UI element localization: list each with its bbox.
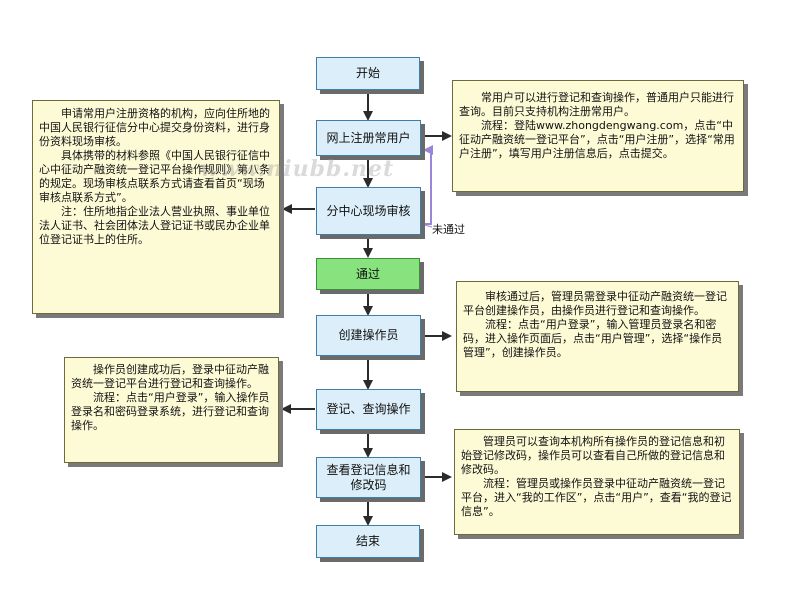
node-create-operator-label: 创建操作员 [338,328,399,342]
edge-label-not-passed: 未通过 [432,223,465,236]
node-review: 分中心现场审核 [316,187,421,235]
node-register: 网上注册常用户 [316,120,421,156]
arrow-review-back-to-register [421,145,433,225]
node-review-label: 分中心现场审核 [326,203,411,218]
node-view-info-label-line1: 查看登记信息和 [326,462,411,477]
node-end-label: 结束 [355,534,380,548]
note-register: 常用户可以进行登记和查询操作，普通用户只能进行查询。目前只支持机构注册常用户。 … [452,80,744,192]
node-view-info: 查看登记信息和 修改码 [316,457,421,498]
note-review-text-1: 申请常用户注册资格的机构，应向住所地的中国人民银行征信分中心提交身份资料，进行身… [39,107,270,148]
note-create-operator-text-1: 审核通过后，管理员需登录中征动产融资统一登记平台创建操作员，由操作员进行登记和查… [463,290,727,317]
note-review: 申请常用户注册资格的机构，应向住所地的中国人民银行征信分中心提交身份资料，进行身… [32,100,280,314]
note-view-info: 管理员可以查询本机构所有操作员的登记信息和初始登记修改码，操作员可以查看自己所做… [454,429,740,535]
node-end: 结束 [316,525,420,558]
note-review-text-3: 注：住所地指企业法人营业执照、事业单位法人证书、社会团体法人登记证书或民办企业单… [39,205,270,246]
node-start-label: 开始 [355,66,380,80]
node-pass-label: 通过 [355,266,380,281]
note-create-operator-text-2: 流程：点击“用户登录”，输入管理员登录名和密码，进入操作页面后，点击“用户管理”… [463,318,723,359]
node-create-operator: 创建操作员 [316,315,421,356]
note-view-info-text-1: 管理员可以查询本机构所有操作员的登记信息和初始登记修改码，操作员可以查看自己所做… [461,435,725,476]
note-register-text-1: 常用户可以进行登记和查询操作，普通用户只能进行查询。目前只支持机构注册常用户。 [459,91,734,118]
note-view-info-text-2: 流程：管理员或操作员登录中征动产融资统一登记平台，进入“我的工作区”，点击“用户… [461,477,732,518]
node-start: 开始 [316,57,420,90]
note-create-operator: 审核通过后，管理员需登录中征动产融资统一登记平台创建操作员，由操作员进行登记和查… [456,281,739,392]
note-register-text-2: 流程：登陆www.zhongdengwang.com，点击“中征动产融资统一登记… [459,119,735,160]
node-register-query-label: 登记、查询操作 [326,402,411,416]
note-operate: 操作员创建成功后，登录中征动产融资统一登记平台进行登记和查询操作。 流程：点击“… [64,357,279,463]
note-review-text-2: 具体携带的材料参照《中国人民银行征信中心中征动产融资统一登记平台操作规则》第八条… [39,149,270,204]
note-operate-text-2: 流程：点击“用户登录”，输入操作员登录名和密码登录系统，进行登记和查询操作。 [71,391,270,432]
not-passed-leader [420,223,433,228]
node-pass: 通过 [316,258,420,290]
node-register-label: 网上注册常用户 [326,130,411,145]
node-view-info-label-line2: 修改码 [350,477,387,492]
note-operate-text-1: 操作员创建成功后，登录中征动产融资统一登记平台进行登记和查询操作。 [71,363,269,390]
node-register-query: 登记、查询操作 [316,389,421,430]
